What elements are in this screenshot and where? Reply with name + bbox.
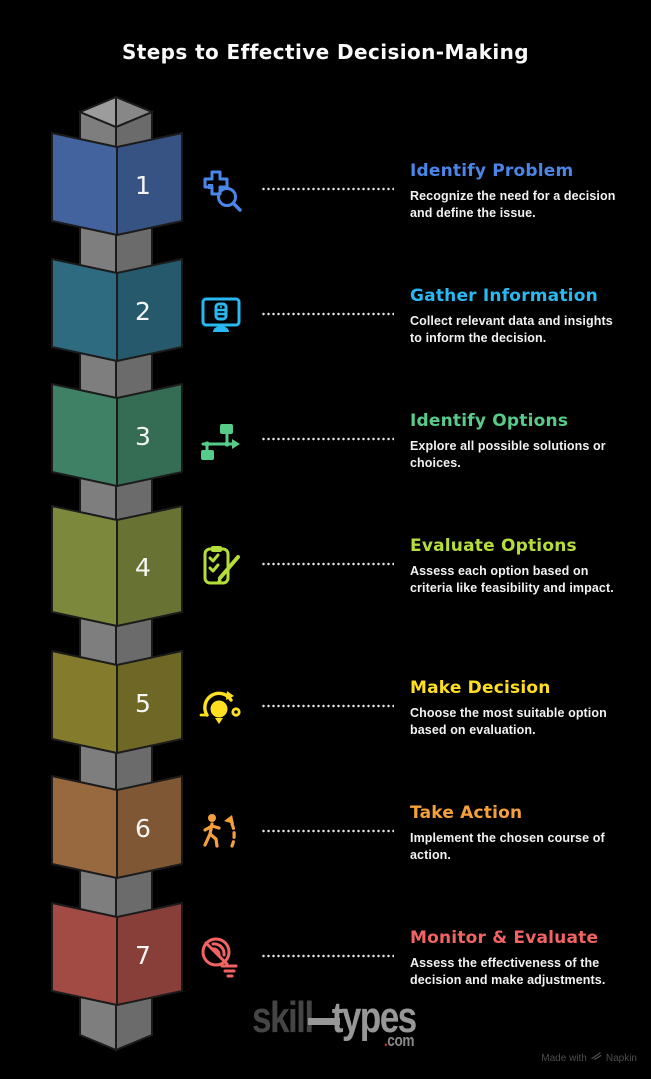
cube-number: 1: [135, 171, 151, 200]
step-title: Identify Problem: [410, 161, 574, 181]
step-description: Assess each option based on criteria lik…: [410, 564, 614, 595]
step-row-1: Identify Problem Recognize the need for …: [197, 159, 637, 221]
cube-step-5: 5: [51, 650, 183, 754]
step-row-2: Gather Information Collect relevant data…: [197, 284, 637, 346]
cube-number: 7: [135, 941, 151, 970]
step-title: Gather Information: [410, 286, 598, 306]
step-row-6: Take Action Implement the chosen course …: [197, 801, 637, 863]
cube-step-1: 1: [51, 132, 183, 236]
flowchart-icon: [197, 417, 245, 465]
page-title: Steps to Effective Decision-Making: [121, 40, 530, 64]
monitor-data-icon: [197, 292, 245, 340]
dotted-connector: [261, 704, 394, 708]
dotted-connector: [261, 829, 394, 833]
cube-number: 3: [135, 422, 151, 451]
monitor-signals-icon: [197, 934, 245, 982]
search-plus-icon: [197, 167, 245, 215]
step-description: Implement the chosen course of action.: [410, 831, 605, 862]
cube-step-7: 7: [51, 902, 183, 1006]
brand-types: types: [331, 993, 418, 1042]
step-row-7: Monitor & Evaluate Assess the effectiven…: [197, 926, 637, 988]
step-description: Choose the most suitable option based on…: [410, 706, 607, 737]
dotted-connector: [261, 187, 394, 191]
step-title: Monitor & Evaluate: [410, 928, 599, 948]
cube-number: 6: [135, 814, 151, 843]
step-row-5: Make Decision Choose the most suitable o…: [197, 676, 637, 738]
brand-dash: [307, 1018, 340, 1025]
brand-dot-icon: .: [383, 1031, 388, 1050]
step-title: Evaluate Options: [410, 536, 577, 556]
step-row-4: Evaluate Options Assess each option base…: [197, 534, 637, 596]
cube-step-2: 2: [51, 258, 183, 362]
lightbulb-refresh-icon: [197, 684, 245, 732]
dotted-connector: [261, 562, 394, 566]
step-title: Identify Options: [410, 411, 569, 431]
step-description: Recognize the need for a decision and de…: [410, 189, 616, 220]
step-description: Explore all possible solutions or choice…: [410, 439, 606, 470]
cube-step-3: 3: [51, 383, 183, 487]
brand-logo: skill types .com: [252, 996, 457, 1051]
made-with-label: Made with: [541, 1052, 587, 1064]
cube-number: 2: [135, 297, 151, 326]
cube-number: 4: [135, 553, 151, 582]
brand-skill: skill: [252, 993, 314, 1042]
brand-tld: .com: [383, 1031, 415, 1050]
step-title: Take Action: [410, 803, 523, 823]
cube-step-6: 6: [51, 775, 183, 879]
maker-label: Napkin: [605, 1052, 637, 1064]
cube-number: 5: [135, 689, 151, 718]
dotted-connector: [261, 954, 394, 958]
dotted-connector: [261, 312, 394, 316]
dotted-connector: [261, 437, 394, 441]
step-description: Collect relevant data and insights to in…: [410, 314, 613, 345]
person-action-icon: [197, 809, 245, 857]
cube-column: 1 2 3 4: [0, 0, 235, 1079]
step-title: Make Decision: [410, 678, 551, 698]
made-with-napkin: Made with Napkin: [541, 1051, 637, 1065]
checklist-pencil-icon: [197, 542, 245, 590]
napkin-icon: [591, 1051, 602, 1065]
step-row-3: Identify Options Explore all possible so…: [197, 409, 637, 471]
cube-step-4: 4: [51, 505, 183, 627]
step-description: Assess the effectiveness of the decision…: [410, 956, 606, 987]
